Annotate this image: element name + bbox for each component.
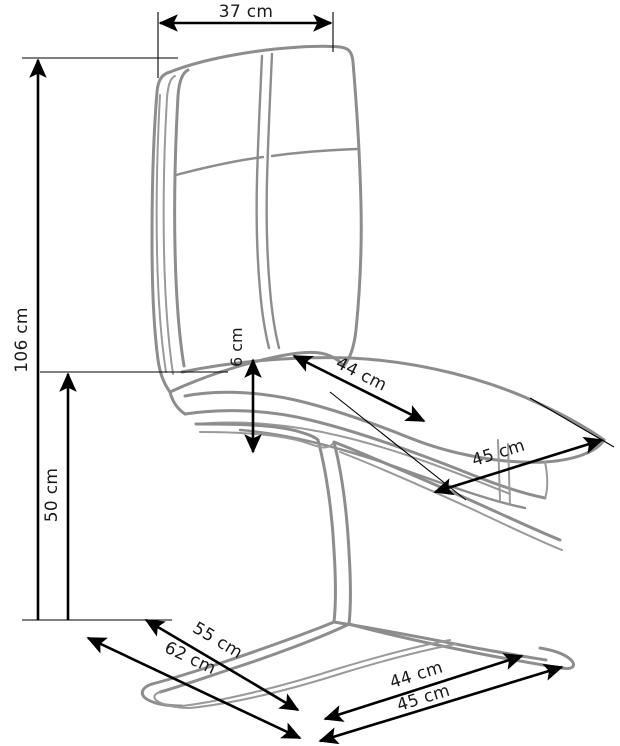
backrest-horizontal-seam-right [270, 147, 359, 158]
backrest-left-inner-line-1 [155, 94, 167, 373]
frame-elbow-left-inner [199, 431, 335, 449]
frame-top-rail-inner [339, 451, 563, 551]
frame-elbow-left-outer [194, 422, 320, 442]
frame-sled-right-loop [538, 646, 576, 670]
frame-front-post-inner [332, 440, 352, 626]
dimension-base-depth-inner: 55 cm [144, 618, 300, 712]
backrest-second-seam [265, 52, 281, 350]
backrest-right-edge [338, 45, 363, 368]
backrest-left-outer-edge [150, 70, 172, 394]
dimension-label-backrest-width: 37 cm [219, 2, 273, 22]
seat-right-lower-edge [544, 461, 549, 499]
frame-front-post-outer [316, 438, 337, 624]
backrest-top-edge [168, 44, 342, 74]
seat-top-far-edge [180, 356, 606, 442]
dim-line-44-seat [292, 354, 426, 423]
backrest-lower-edge [168, 350, 346, 394]
dimension-label-total-height: 106 cm [12, 307, 32, 373]
backrest-horizontal-seam [174, 155, 265, 177]
dim-line-45-seat [433, 436, 604, 496]
dimension-label-seat-height: 50 cm [42, 468, 62, 522]
dimension-backrest-width: 37 cm [157, 2, 334, 78]
seat-left-side [168, 390, 187, 416]
dimension-base-width-outer: 45 cm [318, 663, 564, 745]
backrest-left-panel-edge [173, 68, 190, 368]
dimension-label-seat-thickness: 6 cm [227, 327, 246, 367]
dimension-seat-width: 45 cm [329, 391, 615, 501]
dim-line-62 [86, 636, 302, 740]
dimension-seat-thickness: 6 cm [227, 327, 262, 454]
dimension-total-height: 106 cm [12, 57, 178, 620]
backrest-left-inner-line-2 [162, 75, 176, 375]
backrest-center-seam [255, 54, 271, 350]
frame-top-rail-outer [332, 440, 562, 542]
frame-sled-right-inner [332, 620, 548, 662]
dimension-seat-height: 50 cm [22, 371, 228, 621]
dim-line-45-base [318, 663, 564, 745]
